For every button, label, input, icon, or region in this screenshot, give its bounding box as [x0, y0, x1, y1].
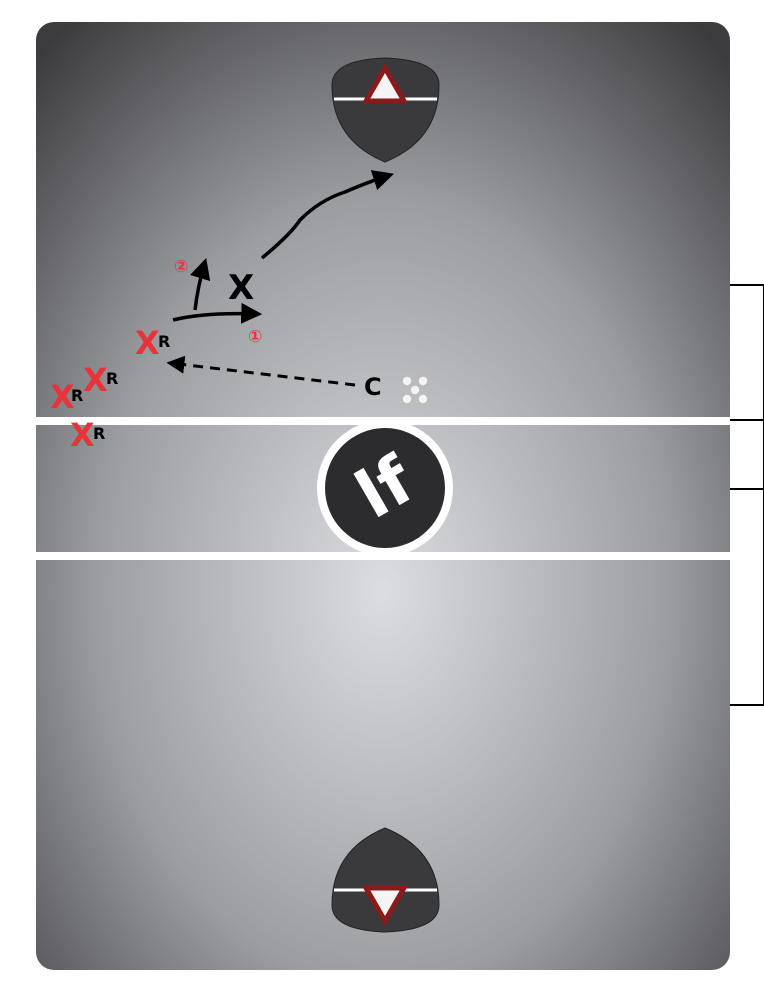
pass-arrow — [166, 355, 356, 387]
reserve-label: R — [93, 424, 105, 443]
reserve-player-3: X R — [50, 378, 83, 416]
ball — [401, 393, 412, 404]
coach-marker: C — [364, 373, 382, 401]
midfield-line-bottom — [36, 552, 730, 560]
step2-label: ② — [174, 257, 188, 277]
reserve-marker: X — [135, 324, 160, 362]
reserve-label: R — [71, 386, 83, 405]
bottom-crease — [331, 827, 440, 933]
ball — [417, 393, 428, 404]
top-crease — [331, 57, 440, 163]
reserve-label: R — [106, 369, 118, 388]
ball-cluster — [401, 375, 428, 404]
ball — [417, 375, 428, 386]
ball — [409, 384, 420, 395]
center-logo: lf — [317, 420, 453, 556]
reserve-player-1: X R — [135, 324, 170, 362]
reserve-marker: X — [83, 361, 108, 399]
cut-to-goal-arrow — [260, 170, 395, 260]
bottom-goal-icon — [361, 885, 409, 927]
ball — [401, 375, 412, 386]
reserve-marker: X — [70, 416, 95, 454]
step2-arrow — [190, 257, 211, 311]
step1-arrow — [172, 302, 263, 324]
top-goal-icon — [361, 62, 409, 104]
reserve-player-4: X R — [70, 416, 105, 454]
substitution-bracket — [730, 284, 764, 706]
reserve-player-2: X R — [83, 361, 118, 399]
reserve-label: R — [158, 332, 170, 351]
step1-label: ① — [248, 327, 262, 347]
reserve-marker: X — [50, 378, 75, 416]
attacker-marker: X — [228, 268, 254, 308]
